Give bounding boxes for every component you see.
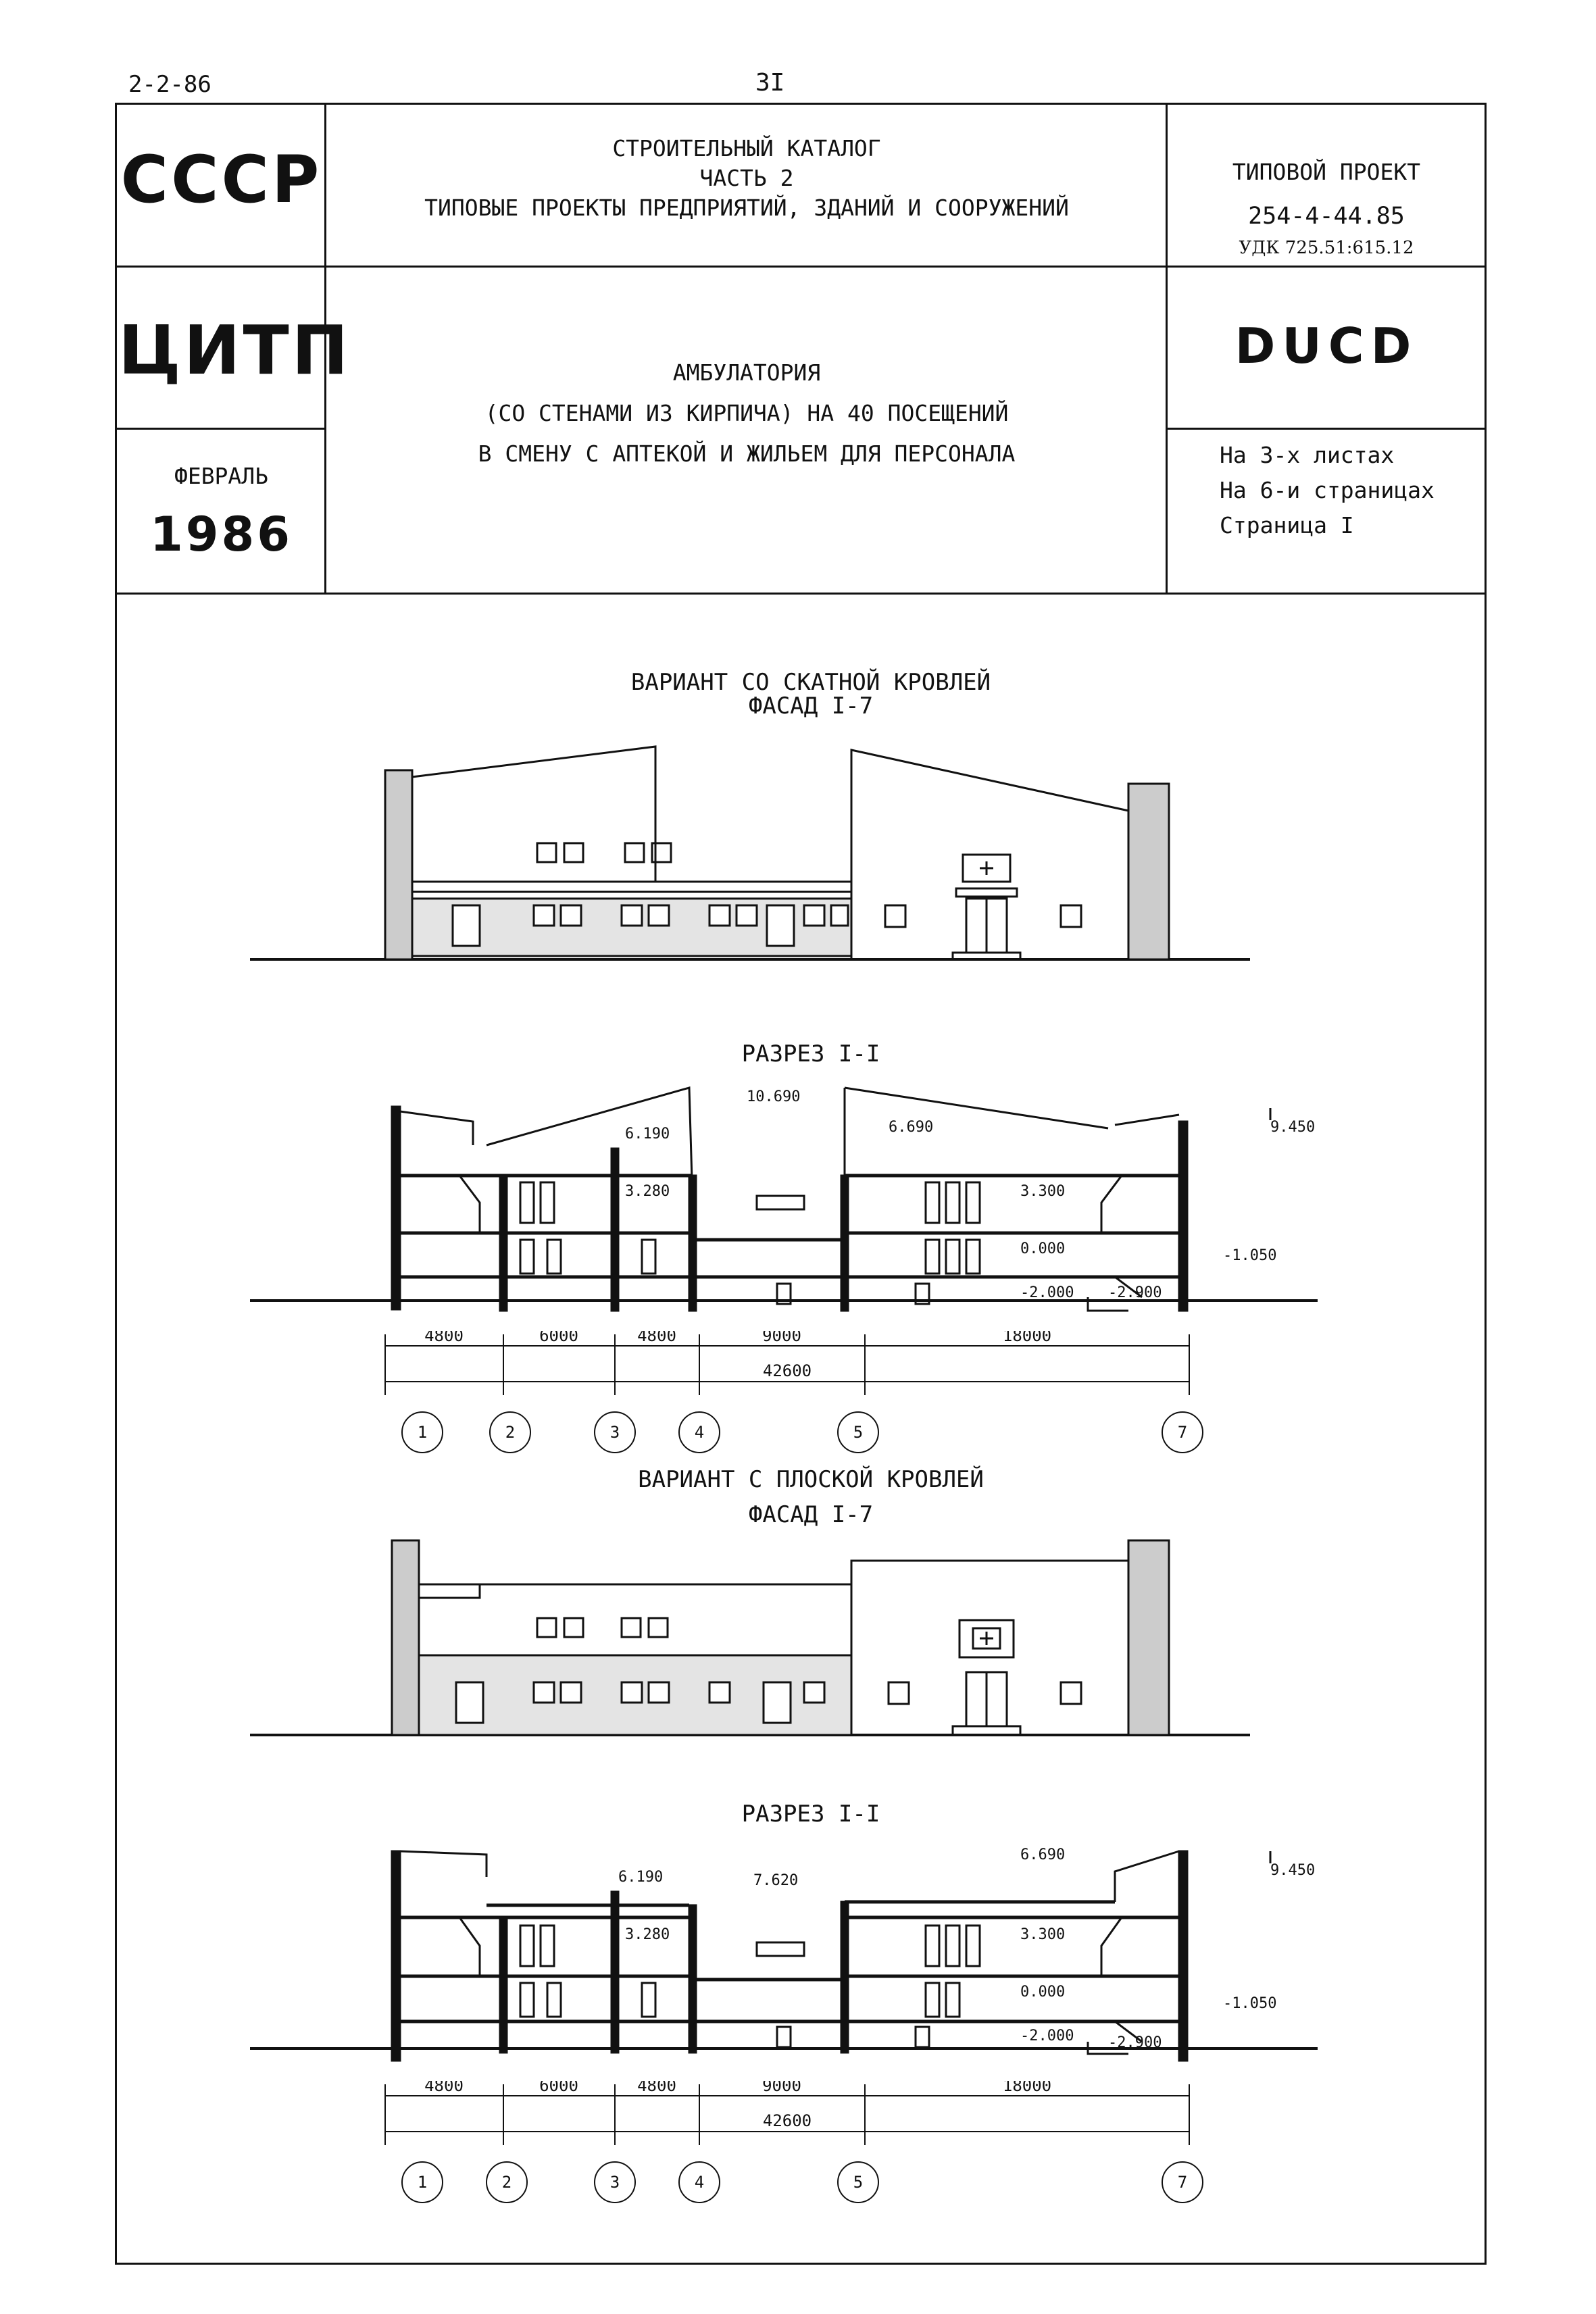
facade2-drawing bbox=[250, 1539, 1250, 1736]
d2-axis-5: 5 bbox=[853, 2173, 863, 2192]
sheet-line-3: Страница I bbox=[1220, 512, 1354, 538]
s2-mark-right-floor: 3.300 bbox=[1020, 1926, 1065, 1943]
variant1-title: ВАРИАНТ СО СКАТНОЙ КРОВЛЕЙ bbox=[630, 669, 991, 696]
s1-mark-right-floor: 3.300 bbox=[1020, 1183, 1065, 1200]
d2-axis-3: 3 bbox=[610, 2173, 620, 2192]
title-line-3: В СМЕНУ С АПТЕКОЙ И ЖИЛЬЕМ ДЛЯ ПЕРСОНАЛА bbox=[478, 441, 1016, 467]
s1-mark-ground: -1.050 bbox=[1223, 1247, 1276, 1264]
facade1-title: ФАСАД I-7 bbox=[748, 693, 874, 720]
d1-total: 42600 bbox=[763, 1361, 812, 1380]
d1-span-3: 4800 bbox=[637, 1331, 676, 1345]
s1-mark-basement: -2.000 bbox=[1020, 1284, 1074, 1301]
catalog-title: СТРОИТЕЛЬНЫЙ КАТАЛОГ ЧАСТЬ 2 ТИПОВЫЕ ПРО… bbox=[328, 134, 1166, 223]
catalog-line-1: СТРОИТЕЛЬНЫЙ КАТАЛОГ bbox=[612, 135, 881, 161]
d2-axis-2: 2 bbox=[502, 2173, 512, 2192]
project-title: АМБУЛАТОРИЯ (СО СТЕНАМИ ИЗ КИРПИЧА) НА 4… bbox=[328, 353, 1166, 474]
sheet-line-2: На 6-и страницах bbox=[1220, 477, 1435, 503]
facade1-drawing bbox=[250, 745, 1250, 961]
facade2-title: ФАСАД I-7 bbox=[748, 1501, 874, 1528]
s1-mark-top-high: 10.690 bbox=[747, 1088, 800, 1105]
issue-year: 1986 bbox=[150, 507, 293, 562]
d1-axis-4: 4 bbox=[695, 1423, 704, 1442]
section2-caption: РАЗРЕЗ I-I bbox=[741, 1801, 880, 1828]
s1-mark-left-floor: 3.280 bbox=[625, 1183, 670, 1200]
header-divider-v1 bbox=[324, 103, 326, 595]
s2-mark-left-floor: 3.280 bbox=[625, 1926, 670, 1943]
s2-mark-ground: -1.050 bbox=[1223, 1995, 1276, 2012]
d2-axis-4: 4 bbox=[695, 2173, 704, 2192]
catalog-line-3: ТИПОВЫЕ ПРОЕКТЫ ПРЕДПРИЯТИЙ, ЗДАНИЙ И СО… bbox=[424, 195, 1069, 221]
variant1-caption: ВАРИАНТ СО СКАТНОЙ КРОВЛЕЙ ФАСАД I-7 bbox=[473, 669, 1149, 720]
section1-drawing: 10.690 6.190 6.690 3.280 3.300 0.000 -2.… bbox=[250, 1086, 1318, 1312]
title-line-1: АМБУЛАТОРИЯ bbox=[672, 359, 821, 386]
d2-span-4: 9000 bbox=[762, 2081, 801, 2095]
d1-axis-2: 2 bbox=[505, 1423, 515, 1442]
section2-drawing: 7.620 6.190 6.690 3.280 3.300 0.000 -2.0… bbox=[250, 1846, 1318, 2062]
d1-span-4: 9000 bbox=[762, 1331, 801, 1345]
project-number: 254-4-44.85 bbox=[1248, 203, 1405, 230]
header-divider-v2 bbox=[1166, 103, 1168, 595]
sheet-info: На 3-х листах На 6-и страницах Страница … bbox=[1220, 438, 1483, 543]
s2-mark-ground-floor: 0.000 bbox=[1020, 1984, 1065, 2001]
header-grid bbox=[115, 103, 1487, 595]
d1-span-5: 18000 bbox=[1003, 1331, 1051, 1345]
d2-span-1: 4800 bbox=[424, 2081, 464, 2095]
d1-axis-5: 5 bbox=[853, 1423, 863, 1442]
d2-axis-1: 1 bbox=[418, 2173, 427, 2192]
d2-axis-7: 7 bbox=[1178, 2173, 1187, 2192]
s1-mark-right-roof: 6.690 bbox=[889, 1119, 933, 1136]
d2-total: 42600 bbox=[763, 2111, 812, 2130]
s2-mark-basement: -2.000 bbox=[1020, 2028, 1074, 2044]
d2-span-5: 18000 bbox=[1003, 2081, 1051, 2095]
s1-mark-ground-floor: 0.000 bbox=[1020, 1240, 1065, 1257]
code-mark: DUCD bbox=[1235, 318, 1418, 374]
d2-span-3: 4800 bbox=[637, 2081, 676, 2095]
variant2-title: ВАРИАНТ С ПЛОСКОЙ КРОВЛЕЙ bbox=[638, 1466, 984, 1493]
s1-mark-top: 9.450 bbox=[1270, 1119, 1315, 1136]
issue-month: ФЕВРАЛЬ bbox=[174, 463, 269, 489]
s1-mark-pit: -2.900 bbox=[1108, 1284, 1162, 1301]
org-citp: ЦИТП bbox=[118, 311, 351, 390]
d1-span-1: 4800 bbox=[424, 1331, 464, 1345]
org-ussr: СССР bbox=[120, 142, 322, 218]
s2-mark-right-roof: 6.690 bbox=[1020, 1846, 1065, 1863]
s2-mark-top-high: 7.620 bbox=[753, 1872, 798, 1889]
s1-mark-left-roof: 6.190 bbox=[625, 1126, 670, 1142]
s2-mark-pit: -2.900 bbox=[1108, 2034, 1162, 2051]
variant2-caption: ВАРИАНТ С ПЛОСКОЙ КРОВЛЕЙ ФАСАД I-7 bbox=[473, 1466, 1149, 1528]
section1-caption: РАЗРЕЗ I-I bbox=[741, 1040, 880, 1067]
d1-span-2: 6000 bbox=[539, 1331, 578, 1345]
d1-axis-1: 1 bbox=[418, 1423, 427, 1442]
header-divider-h2-right bbox=[1166, 428, 1487, 430]
dimensions1-drawing: 4800 6000 4800 9000 18000 42600 1 2 3 4 … bbox=[384, 1331, 1203, 1453]
dimensions2-drawing: 4800 6000 4800 9000 18000 42600 1 2 3 4 … bbox=[384, 2081, 1203, 2203]
d1-axis-7: 7 bbox=[1178, 1423, 1187, 1442]
d2-span-2: 6000 bbox=[539, 2081, 578, 2095]
s2-mark-left-roof: 6.190 bbox=[618, 1869, 663, 1886]
header-divider-h2-left bbox=[115, 428, 326, 430]
title-line-2: (СО СТЕНАМИ ИЗ КИРПИЧА) НА 40 ПОСЕЩЕНИЙ bbox=[484, 400, 1009, 426]
d1-axis-3: 3 bbox=[610, 1423, 620, 1442]
project-label: ТИПОВОЙ ПРОЕКТ bbox=[1232, 159, 1421, 185]
page-number: 3I bbox=[755, 69, 785, 97]
catalog-line-2: ЧАСТЬ 2 bbox=[699, 165, 794, 191]
page-code: 2-2-86 bbox=[128, 71, 211, 98]
sheet-line-1: На 3-х листах bbox=[1220, 442, 1395, 468]
s2-mark-top: 9.450 bbox=[1270, 1862, 1315, 1879]
udk-code: УДК 725.51:615.12 bbox=[1239, 238, 1414, 258]
header-divider-h1 bbox=[115, 266, 1487, 268]
